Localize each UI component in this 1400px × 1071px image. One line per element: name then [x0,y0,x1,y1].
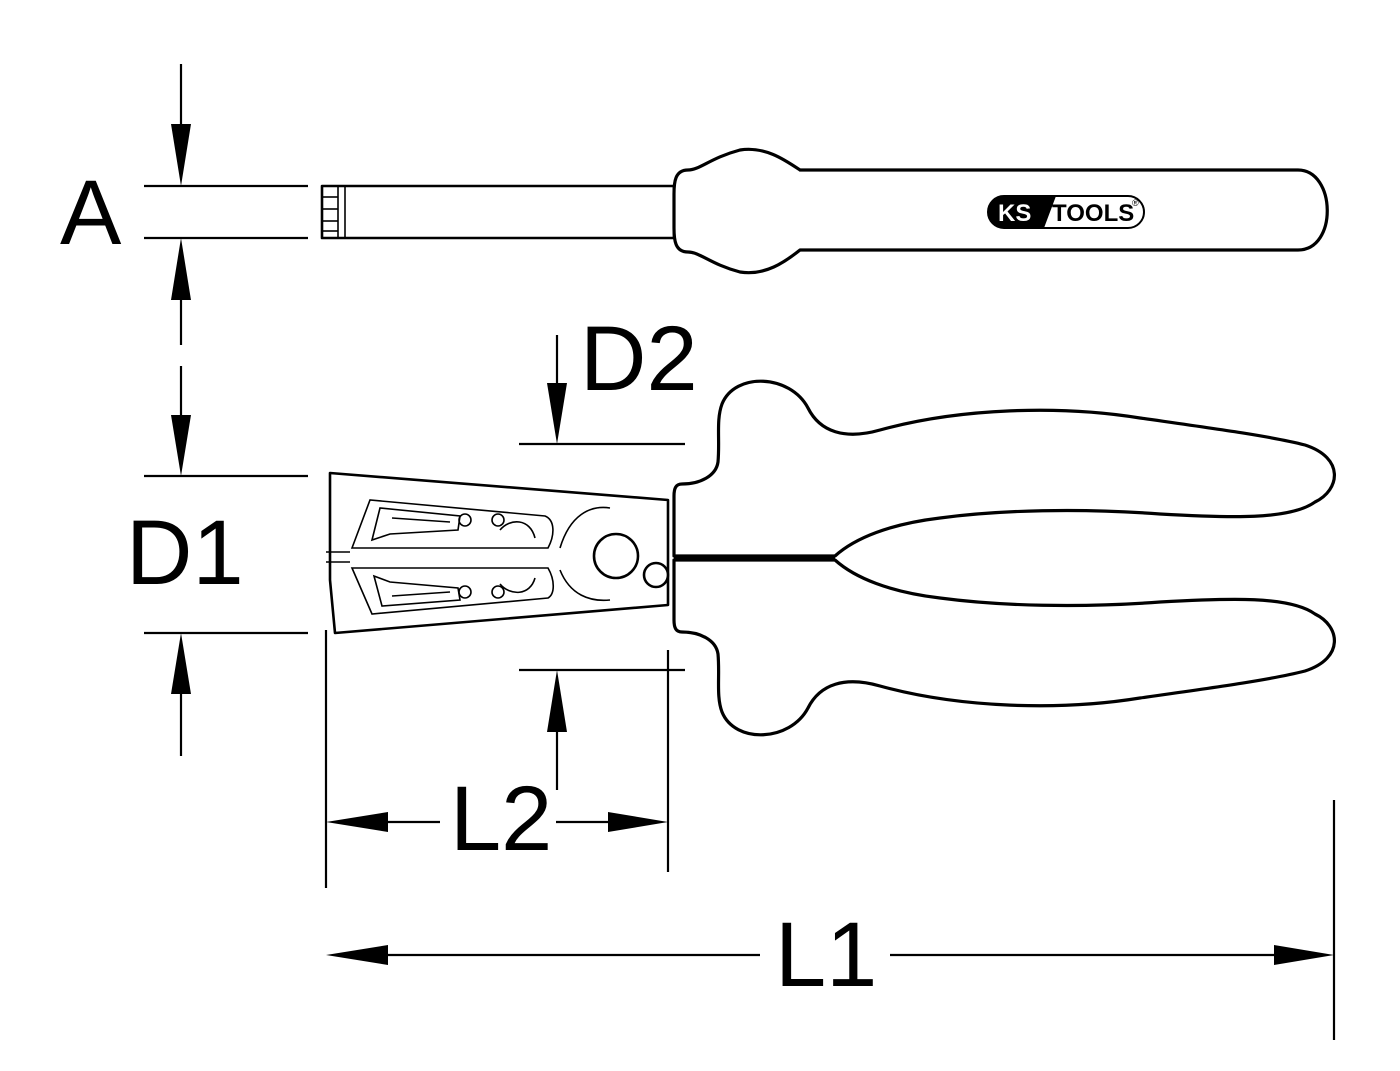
label-d2: D2 [580,308,698,410]
logo-ks-text: KS [998,200,1031,227]
arrow-right-icon [608,812,668,832]
side-view-jaw [320,184,676,240]
lower-handle [672,558,1336,737]
dimension-d1: D1 [126,366,308,756]
dimension-l1: L1 [326,800,1336,1040]
arrow-left-icon [326,812,388,832]
logo-tools-text: TOOLS [1052,200,1134,227]
dimension-l2: L2 [324,630,670,888]
arrow-down-icon [547,383,567,444]
pliers-front-view [326,379,1336,737]
arrow-down-icon [171,124,191,186]
lower-blade [350,567,555,615]
adjust-screw [642,561,670,589]
arrow-left-icon [326,945,388,965]
upper-blade-screw [458,513,472,527]
arrow-down-icon [171,415,191,476]
dimension-d2: D2 [519,308,698,790]
arrow-up-icon [547,670,567,732]
arrow-up-icon [171,238,191,300]
upper-handle [672,379,1336,558]
lower-blade-screw [491,585,505,599]
arrow-right-icon [1274,945,1334,965]
dimension-a: A [60,64,308,345]
ks-tools-logo: KS TOOLS ® [987,195,1145,229]
pivot-joint [592,532,640,580]
side-view-jaw-tip [321,185,339,239]
logo-registered-mark: ® [1132,198,1139,208]
label-l2: L2 [450,768,552,870]
lower-blade-screw [458,585,472,599]
pliers-side-view: KS TOOLS ® [320,147,1329,275]
label-a: A [60,162,122,264]
label-d1: D1 [126,502,244,604]
upper-blade [350,499,554,549]
label-l1: L1 [775,904,877,1006]
arrow-up-icon [171,633,191,694]
upper-blade-screw [491,513,505,527]
